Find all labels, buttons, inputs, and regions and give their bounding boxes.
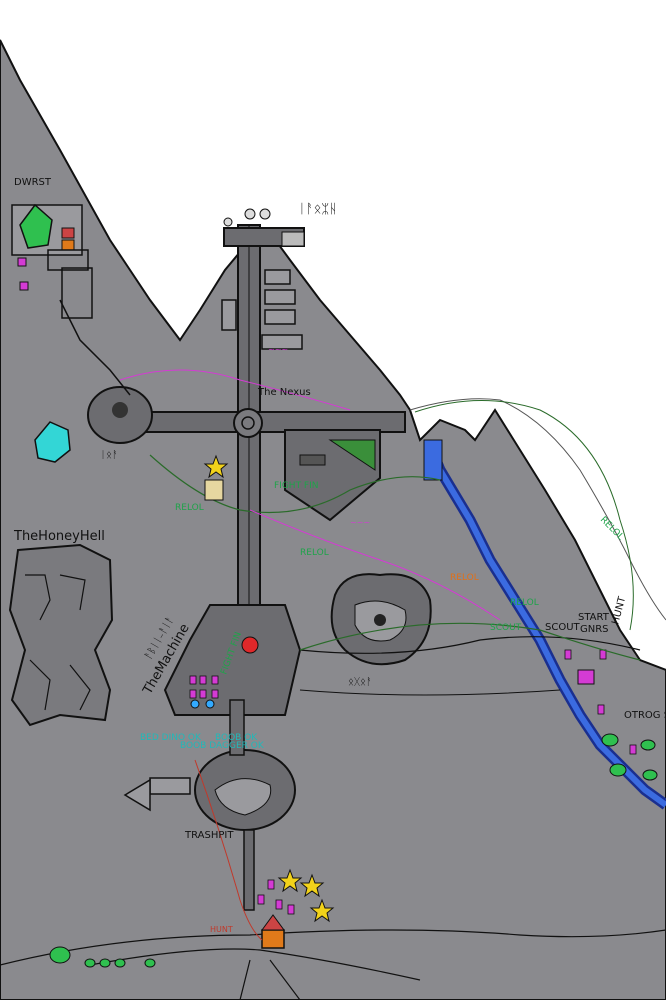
green-creatures [49, 733, 658, 968]
dwarf-figure [204, 479, 224, 501]
gold-stars [203, 454, 335, 923]
label-bed-dino: BED DINO OK [140, 733, 202, 743]
honey-hell [8, 543, 114, 727]
label-dwarf-outpost: DWRST [14, 177, 52, 188]
label-nexus: The Nexus [257, 387, 311, 398]
label-top-glyphs: ᛁᚨᛟᛯᚺ [298, 202, 337, 217]
label-relol-center: RELOL [300, 548, 329, 558]
dwarf-outpost [11, 203, 131, 396]
label-scout-1: SCOUT [545, 622, 581, 633]
label-west-glyphs: ᛁᛟᚨ [100, 450, 118, 461]
label-honey-hell: TheHoneyHell [13, 529, 105, 544]
label-cavern-glyphs: ᛟᚷᛟᚨ [348, 677, 372, 688]
label-boob: BOOB OK [215, 733, 258, 743]
pyramid-rooms [221, 269, 303, 350]
west-room [87, 386, 153, 444]
label-relol-top-right: RELOL [598, 515, 625, 542]
lower-shaft [229, 699, 245, 756]
label-start: START [578, 612, 610, 623]
central-cavern [330, 573, 432, 666]
label-scout-2: SCOUT [490, 623, 522, 633]
label-trashpit: TRASHPIT [184, 830, 234, 841]
label-relol-left: RELOL [175, 503, 204, 513]
label-relol-mid-2: RELOL [510, 598, 539, 608]
label-pink-note-2: ~~~ [350, 518, 370, 527]
lower-chamber [123, 749, 296, 831]
pink-gems [257, 649, 637, 915]
label-pink-note-1: ~~~ [268, 345, 288, 354]
nexus-hub [233, 408, 263, 438]
enemy-figure [577, 669, 595, 685]
bottom-tunnels [0, 929, 666, 966]
label-fight-fin-2: FIGHT FIN [219, 631, 244, 676]
cyan-crystal [34, 421, 71, 463]
nexus-room [284, 429, 381, 522]
green-route [149, 454, 441, 514]
mountain-ridge-right [409, 398, 666, 621]
bottom-gate [261, 914, 285, 949]
waterfall [423, 439, 443, 481]
label-dagger: BOOB DAGGER OK [180, 741, 265, 751]
label-fight-fin-1: FIGHT FIN [274, 481, 319, 491]
red-route [194, 759, 263, 941]
label-hunt-bottom: HUNT [210, 925, 233, 934]
label-relol-mid-1: RELOL [450, 573, 479, 583]
red-marker [241, 636, 259, 654]
label-otrog: OTROG STR [624, 710, 666, 721]
label-gnrs: GNRS [580, 624, 609, 635]
label-hunt: HUNT [610, 595, 628, 626]
pink-route [119, 369, 351, 411]
